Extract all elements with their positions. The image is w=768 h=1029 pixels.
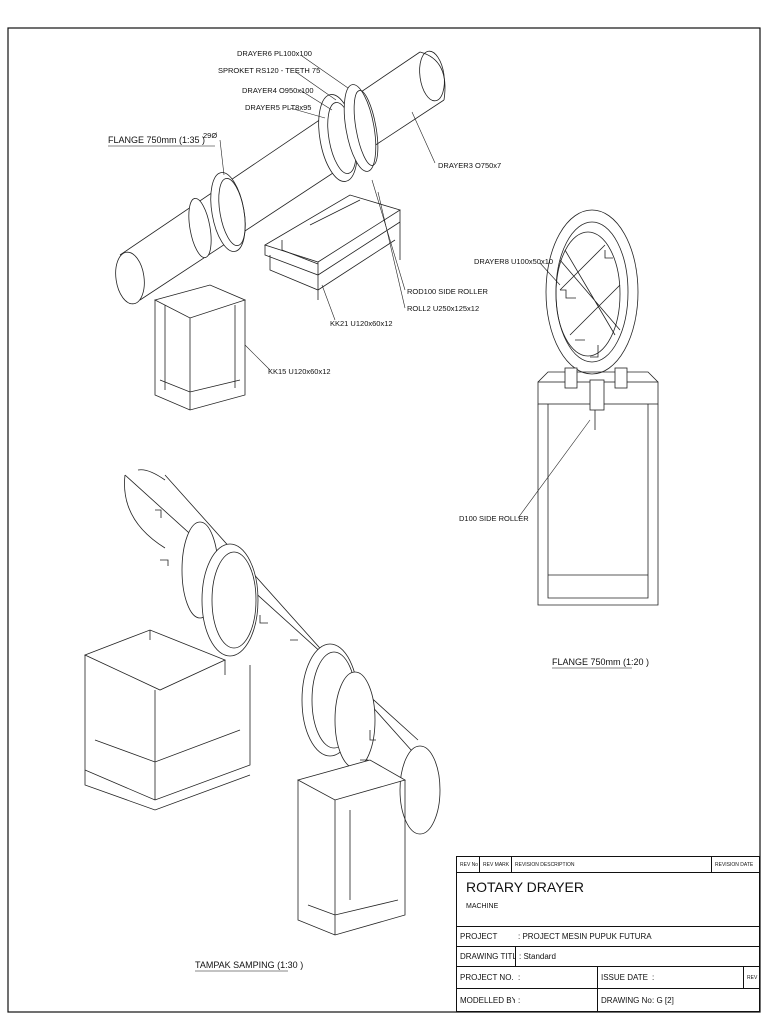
flange-front-view (537, 209, 659, 606)
label-flange-right: FLANGE 750mm (1:20 ) (552, 657, 649, 667)
project-no-value: : (518, 973, 521, 982)
label-flange-top: FLANGE 750mm (1:35 ) (108, 135, 205, 145)
rev-mark-header: REV MARK (479, 857, 511, 872)
project-no-label: PROJECT NO. (460, 973, 514, 982)
drawing-no-label: DRAWING No (597, 989, 761, 1011)
label-drayer5: DRAYER5 PLT8x95 (245, 103, 311, 112)
sheet-border (7, 27, 761, 1013)
label-kk15: KK15 U120x60x12 (268, 367, 331, 376)
label-drayer6: DRAYER6 PL100x100 (237, 49, 312, 58)
label-roll2: ROLL2 U250x125x12 (407, 304, 479, 313)
issue-date-value: : (652, 973, 655, 982)
drawing-title-main: ROTARY DRAYER (466, 879, 584, 895)
side-view (83, 469, 441, 936)
label-rod100: ROD100 SIDE ROLLER (407, 287, 488, 296)
label-d100: D100 SIDE ROLLER (459, 514, 529, 523)
drum-body-top (119, 51, 445, 301)
project-label: PROJECT (460, 932, 498, 941)
modelled-by-value: : (518, 995, 521, 1005)
label-sproket: SPROKET RS120 - TEETH 75 (218, 66, 320, 75)
label-drayer4: DRAYER4 O950x100 (242, 86, 314, 95)
drawing-no-value: : G [2] (652, 995, 674, 1005)
rev-label: REV (743, 967, 761, 988)
drawing-title-label: DRAWING TITLE (460, 952, 515, 961)
issue-date-label: ISSUE DATE (597, 967, 743, 988)
project-value: : PROJECT MESIN PUPUK FUTURA (518, 932, 652, 941)
rev-date-header: REVISION DATE (711, 857, 761, 872)
label-drayer8: DRAYER8 U100x50x10 (474, 257, 553, 266)
label-tampak: TAMPAK SAMPING (1:30 ) (195, 960, 303, 970)
rev-no-header: REV No (460, 861, 479, 868)
label-holes: 29Ø (203, 131, 217, 140)
leader-lines-top (219, 55, 436, 371)
title-block: REV No REV MARK REVISION DESCRIPTION REV… (456, 856, 760, 1012)
label-drayer3: DRAYER3 O750x7 (438, 161, 501, 170)
drawing-title-value: : Standard (515, 947, 755, 966)
rev-desc-header: REVISION DESCRIPTION (511, 857, 711, 872)
modelled-by-label: MODELLED BY (460, 995, 515, 1005)
drawing-subtitle: MACHINE (466, 903, 499, 910)
isometric-view-top (115, 50, 446, 411)
label-kk21: KK21 U120x60x12 (330, 319, 393, 328)
